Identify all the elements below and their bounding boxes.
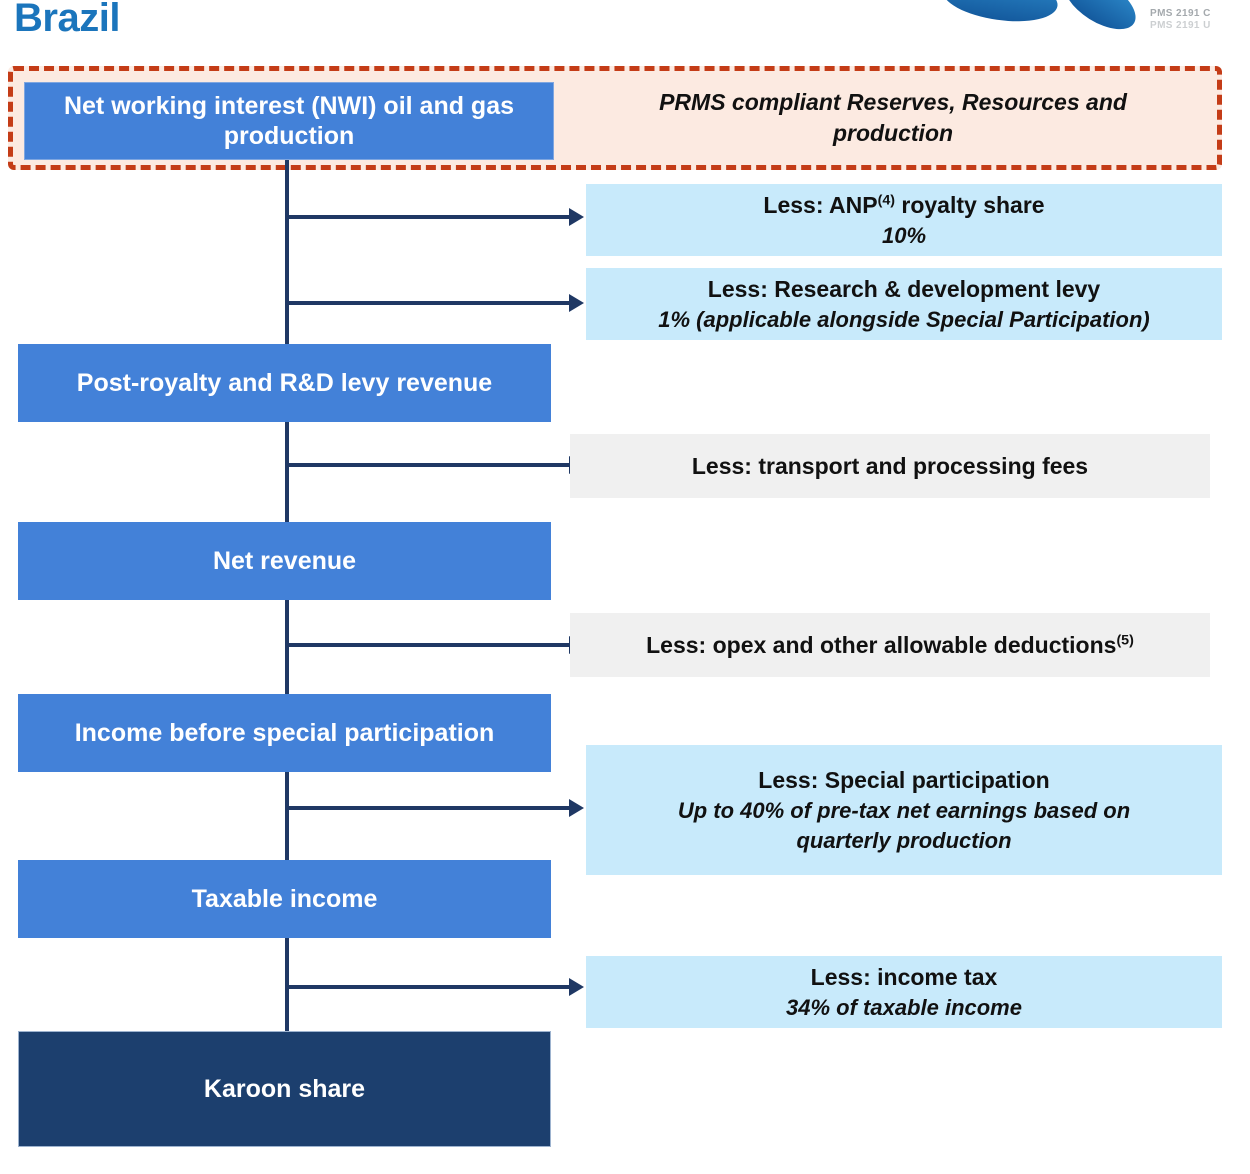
stage-label: Post-royalty and R&D levy revenue <box>76 368 493 397</box>
deduction-title: Less: income tax <box>811 962 998 993</box>
flow-box-income-before-special-participation: Income before special participation <box>18 694 551 772</box>
deduction-title-text: royalty share <box>895 191 1045 218</box>
deduction-title: Less: Special participation <box>758 765 1049 796</box>
flow-box-nwi-label: Net working interest (NWI) oil and gas p… <box>63 92 515 150</box>
swatch-line-1: PMS 2191 C <box>1150 8 1211 19</box>
deduction-title: Less: transport and processing fees <box>692 451 1088 482</box>
karoon-logo: PMS 2191 C PMS 2191 U <box>940 0 1240 44</box>
flow-box-nwi-production: Net working interest (NWI) oil and gas p… <box>24 82 554 160</box>
arrow-to-income-tax <box>287 985 569 989</box>
stage-label: Net revenue <box>212 546 357 575</box>
deduction-title-text: Less: transport and processing fees <box>691 452 1089 479</box>
deduction-footnote-marker: (5) <box>1116 631 1134 648</box>
deduction-box-rnd-levy: Less: Research & development levy 1% (ap… <box>586 268 1222 340</box>
deduction-box-anp-royalty: Less: ANP(4) royalty share 10% <box>586 184 1222 256</box>
deduction-box-transport-fees: Less: transport and processing fees <box>570 434 1210 498</box>
deduction-box-income-tax: Less: income tax 34% of taxable income <box>586 956 1222 1028</box>
deduction-detail: Up to 40% of pre-tax net earnings based … <box>677 797 1131 853</box>
arrow-to-special-participation <box>287 806 569 810</box>
arrow-to-anp-royalty <box>287 215 569 219</box>
deduction-detail: 34% of taxable income <box>786 994 1022 1020</box>
stage-label: Income before special participation <box>74 718 495 747</box>
prms-note: PRMS compliant Reserves, Resources and p… <box>573 71 1213 165</box>
prms-highlight-box: Net working interest (NWI) oil and gas p… <box>8 66 1222 170</box>
deduction-box-special-participation: Less: Special participation Up to 40% of… <box>586 745 1222 875</box>
deduction-footnote-marker: (4) <box>877 191 895 208</box>
deduction-title: Less: ANP(4) royalty share <box>763 190 1044 221</box>
arrow-to-opex-deductions <box>287 643 569 647</box>
deduction-title: Less: Research & development levy <box>708 274 1100 305</box>
deduction-title-text: Less: opex and other allowable deduction… <box>646 631 1117 658</box>
deduction-title-text: Less: income tax <box>810 963 998 990</box>
deduction-detail: 10% <box>881 222 927 248</box>
arrow-to-rnd-levy <box>287 301 569 305</box>
stage-label: Karoon share <box>203 1074 366 1103</box>
deduction-detail: 1% (applicable alongside Special Partici… <box>658 306 1150 332</box>
flow-box-karoon-share: Karoon share <box>18 1031 551 1147</box>
logo-color-swatch: PMS 2191 C PMS 2191 U <box>1150 8 1240 32</box>
deduction-box-opex-deductions: Less: opex and other allowable deduction… <box>570 613 1210 677</box>
deduction-title-text: Less: Research & development levy <box>707 275 1101 302</box>
flow-box-taxable-income: Taxable income <box>18 860 551 938</box>
swatch-line-2: PMS 2191 U <box>1150 20 1211 31</box>
arrow-to-transport-fees <box>287 463 569 467</box>
prms-note-text: PRMS compliant Reserves, Resources and p… <box>659 89 1127 146</box>
deduction-title-text: Less: Special participation <box>758 766 1050 793</box>
flow-box-post-royalty-revenue: Post-royalty and R&D levy revenue <box>18 344 551 422</box>
stage-label: Taxable income <box>191 884 378 913</box>
deduction-title: Less: opex and other allowable deduction… <box>646 630 1134 661</box>
karoon-logo-icon <box>942 0 1136 30</box>
deduction-title-text: Less: ANP <box>763 191 878 218</box>
page-title: Brazil <box>14 0 120 40</box>
flow-box-net-revenue: Net revenue <box>18 522 551 600</box>
